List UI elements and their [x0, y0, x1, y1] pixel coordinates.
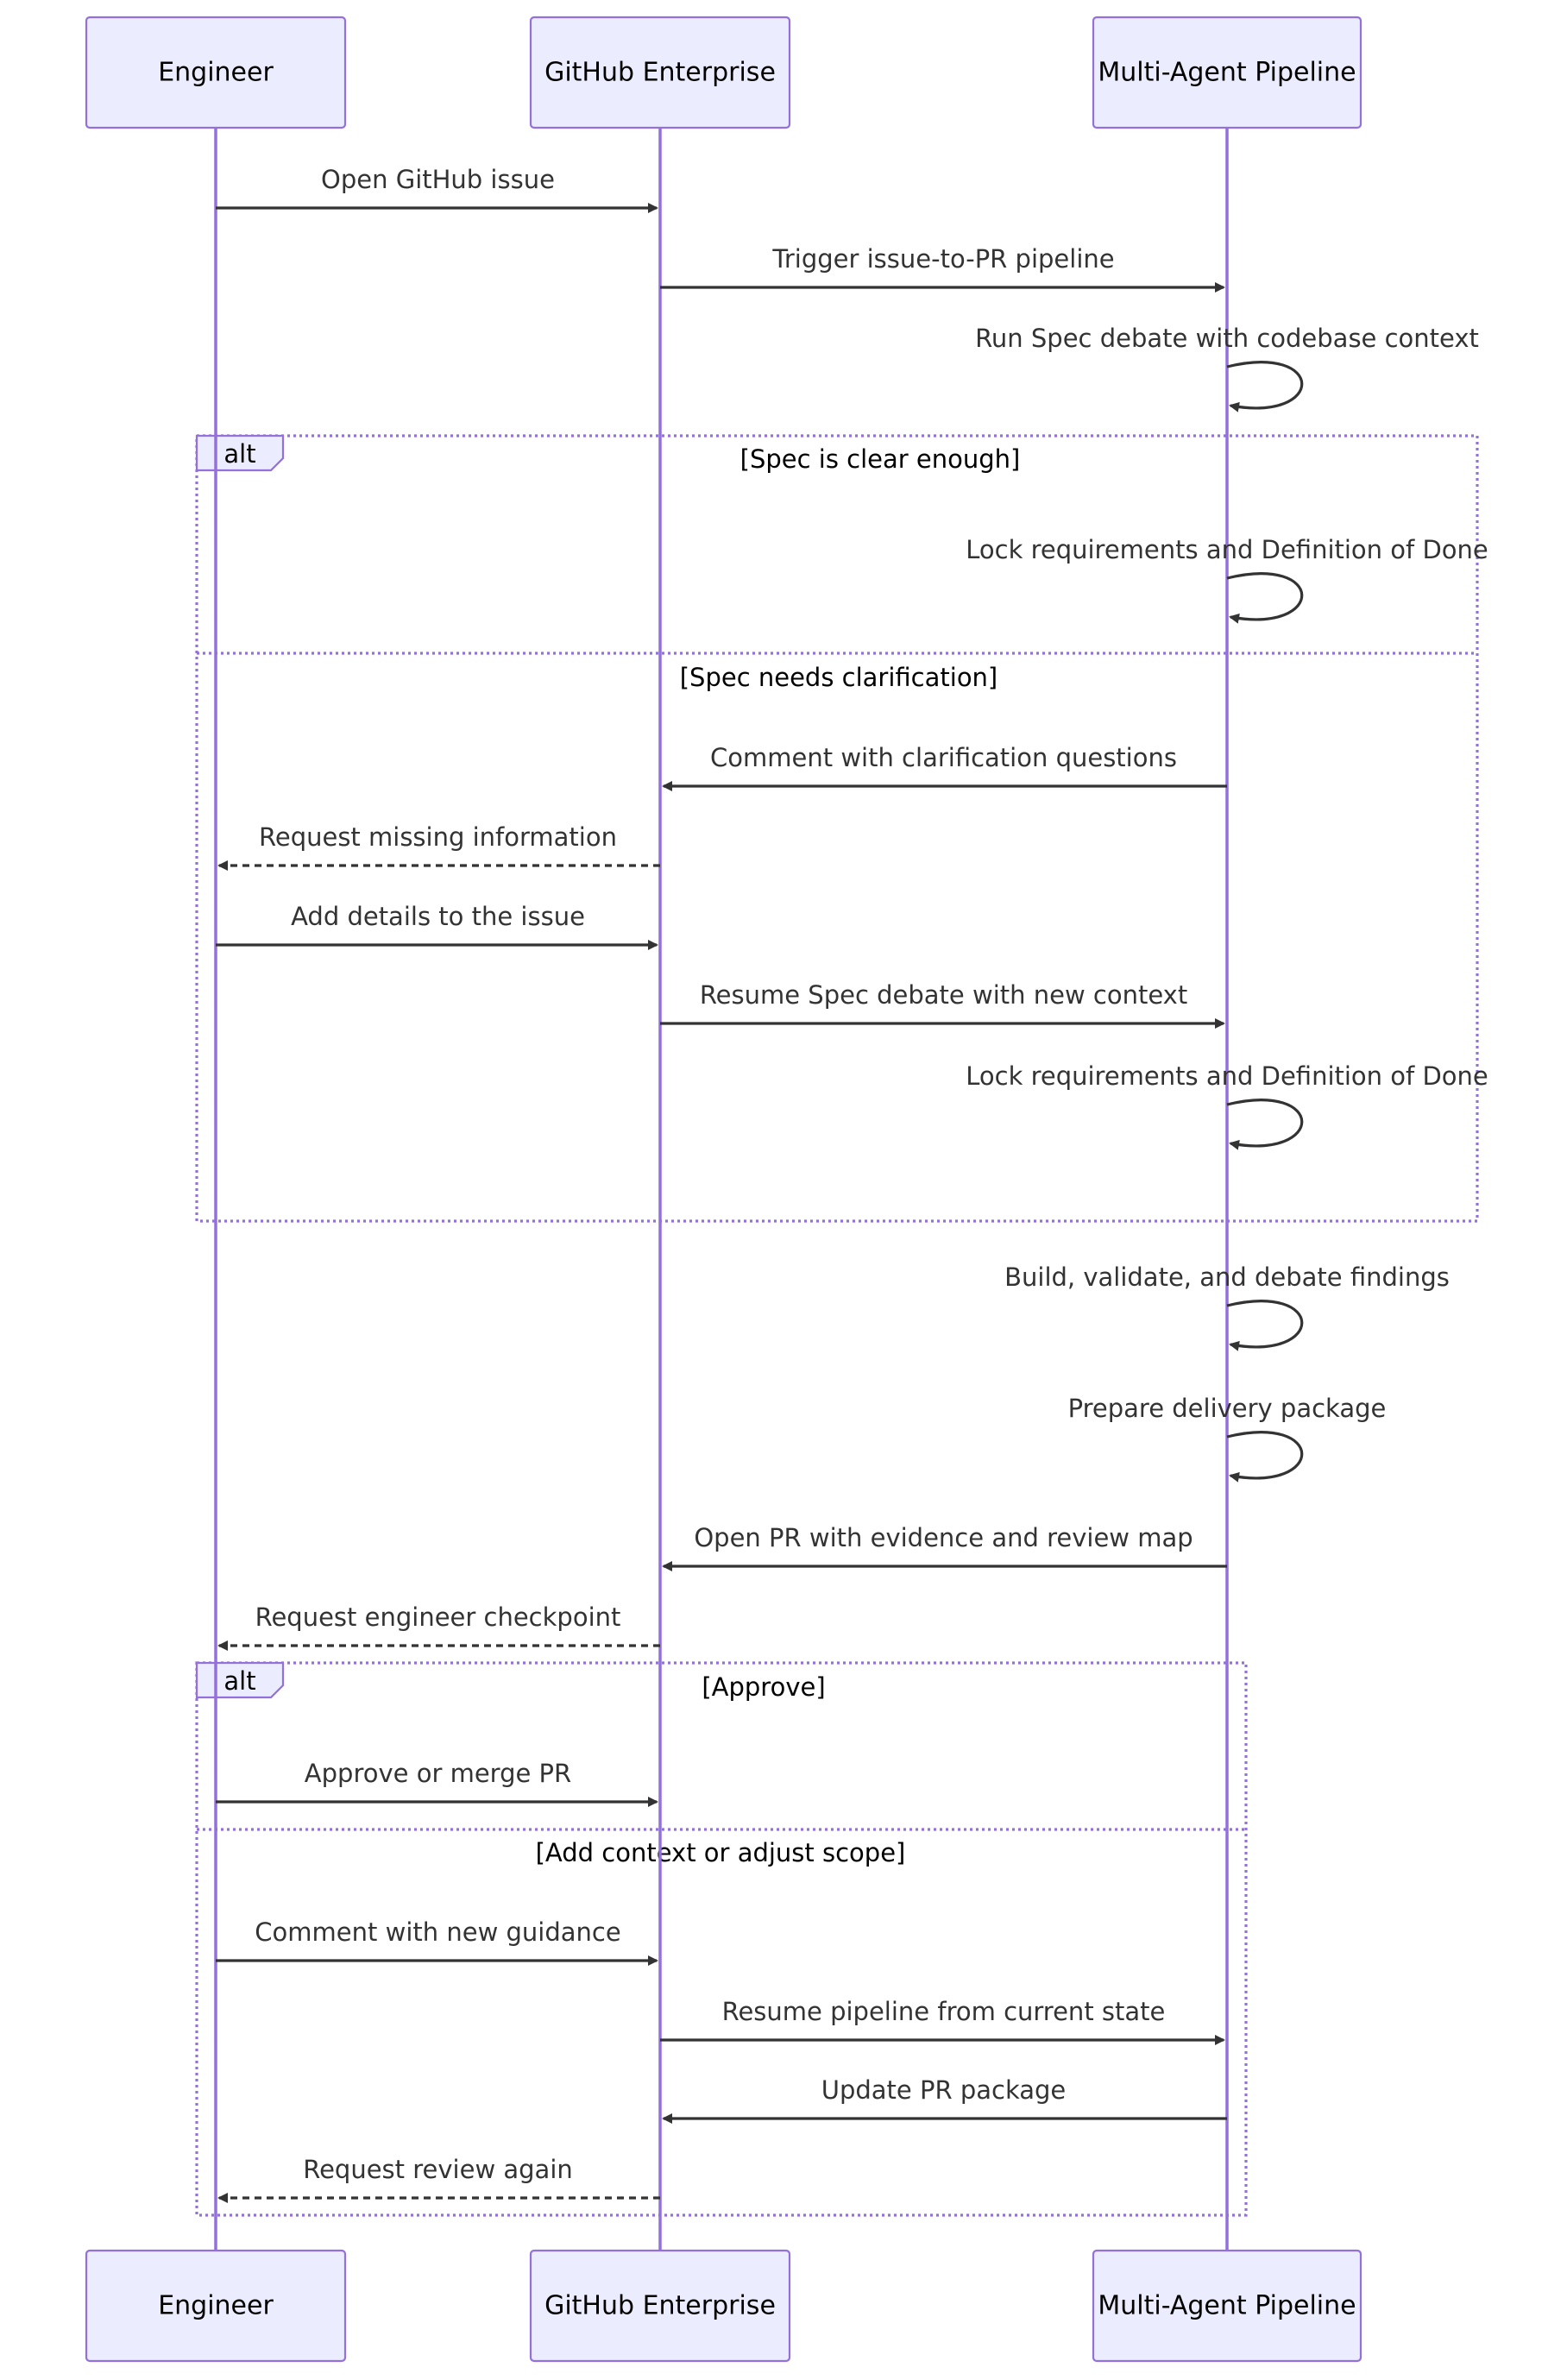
message-label: Run Spec debate with codebase context — [975, 324, 1479, 353]
message-label: Build, validate, and debate findings — [1004, 1262, 1450, 1292]
alt-frame-border — [195, 434, 1479, 1223]
message-10: Build, validate, and debate findings — [1004, 1262, 1450, 1351]
message-label: Request review again — [303, 2155, 573, 2184]
actor-bottom-eng: Engineer — [85, 2249, 347, 2363]
message-5: Comment with clarification questions — [662, 743, 1227, 791]
actor-box — [1092, 2249, 1362, 2363]
message-13: Request engineer checkpoint — [217, 1602, 660, 1651]
alt-frame-label: alt — [223, 1666, 255, 1696]
alt-condition: [Spec needs clarification] — [680, 663, 998, 692]
lifelines-layer — [214, 128, 1229, 2251]
message-label: Comment with new guidance — [255, 1917, 620, 1947]
actor-top-eng: Engineer — [85, 16, 347, 129]
message-label: Prepare delivery package — [1068, 1394, 1387, 1423]
message-label: Comment with clarification questions — [710, 743, 1177, 772]
self-message-arrow — [1226, 361, 1304, 412]
message-label: Open PR with evidence and review map — [694, 1523, 1193, 1552]
self-message-arrow — [1226, 1300, 1304, 1351]
alt-frame-tag — [195, 1661, 285, 1699]
message-label: Trigger issue-to-PR pipeline — [771, 244, 1114, 274]
message-label: Lock requirements and Definition of Done — [966, 1061, 1488, 1091]
message-17: Update PR package — [662, 2075, 1227, 2124]
alt-frame-border — [195, 1661, 1248, 2217]
actor-label: GitHub Enterprise — [544, 2291, 776, 2321]
message-label: Lock requirements and Definition of Done — [966, 535, 1488, 564]
frames-layer: alt [Spec is clear enough] [Spec needs cla… — [195, 434, 1479, 2217]
message-16: Resume pipeline from current state — [660, 1997, 1225, 2045]
alt-frame-label: alt — [223, 439, 255, 469]
actor-label: GitHub Enterprise — [544, 58, 776, 88]
self-message-arrow — [1226, 572, 1304, 624]
message-4: Lock requirements and Definition of Done — [966, 535, 1488, 624]
message-label: Open GitHub issue — [321, 165, 555, 194]
self-message-arrow — [1226, 1099, 1304, 1150]
actor-box — [85, 16, 347, 129]
actor-label: Multi-Agent Pipeline — [1098, 58, 1356, 88]
message-7: Add details to the issue — [216, 902, 658, 950]
message-label: Request engineer checkpoint — [255, 1602, 621, 1632]
message-label: Add details to the issue — [291, 902, 585, 931]
message-6: Request missing information — [217, 822, 660, 871]
message-label: Resume pipeline from current state — [722, 1997, 1166, 2026]
actor-top-gh: GitHub Enterprise — [529, 16, 791, 129]
message-9: Lock requirements and Definition of Done — [966, 1061, 1488, 1150]
actor-bottom-map: Multi-Agent Pipeline — [1092, 2249, 1362, 2363]
alt-frame-1: alt [Spec is clear enough] [Spec needs cla… — [195, 434, 1479, 1223]
message-label: Resume Spec debate with new context — [700, 980, 1187, 1010]
message-label: Approve or merge PR — [305, 1759, 571, 1788]
actor-bottom-gh: GitHub Enterprise — [529, 2249, 791, 2363]
message-2: Trigger issue-to-PR pipeline — [660, 244, 1225, 293]
actor-label: Multi-Agent Pipeline — [1098, 2291, 1356, 2321]
message-14: Approve or merge PR — [216, 1759, 658, 1807]
message-11: Prepare delivery package — [1068, 1394, 1387, 1483]
message-8: Resume Spec debate with new context — [660, 980, 1225, 1029]
actor-label: Engineer — [158, 2291, 274, 2321]
actor-box — [529, 2249, 791, 2363]
message-label: Request missing information — [259, 822, 617, 852]
message-3: Run Spec debate with codebase context — [975, 324, 1479, 412]
self-message-arrow — [1226, 1431, 1304, 1483]
actor-box — [85, 2249, 347, 2363]
message-label: Update PR package — [821, 2075, 1067, 2105]
alt-condition: [Add context or adjust scope] — [536, 1838, 906, 1867]
message-15: Comment with new guidance — [216, 1917, 658, 1966]
alt-condition: [Spec is clear enough] — [740, 444, 1021, 474]
alt-condition: [Approve] — [702, 1672, 825, 1702]
message-1: Open GitHub issue — [216, 165, 658, 213]
actor-box — [529, 16, 791, 129]
message-18: Request review again — [217, 2155, 660, 2203]
actor-top-map: Multi-Agent Pipeline — [1092, 16, 1362, 129]
alt-frame-tag — [195, 434, 285, 472]
message-12: Open PR with evidence and review map — [662, 1523, 1227, 1571]
actor-box — [1092, 16, 1362, 129]
actor-label: Engineer — [158, 58, 274, 88]
alt-frame-2: alt [Approve] [Add context or adjust scope… — [195, 1661, 1248, 2217]
